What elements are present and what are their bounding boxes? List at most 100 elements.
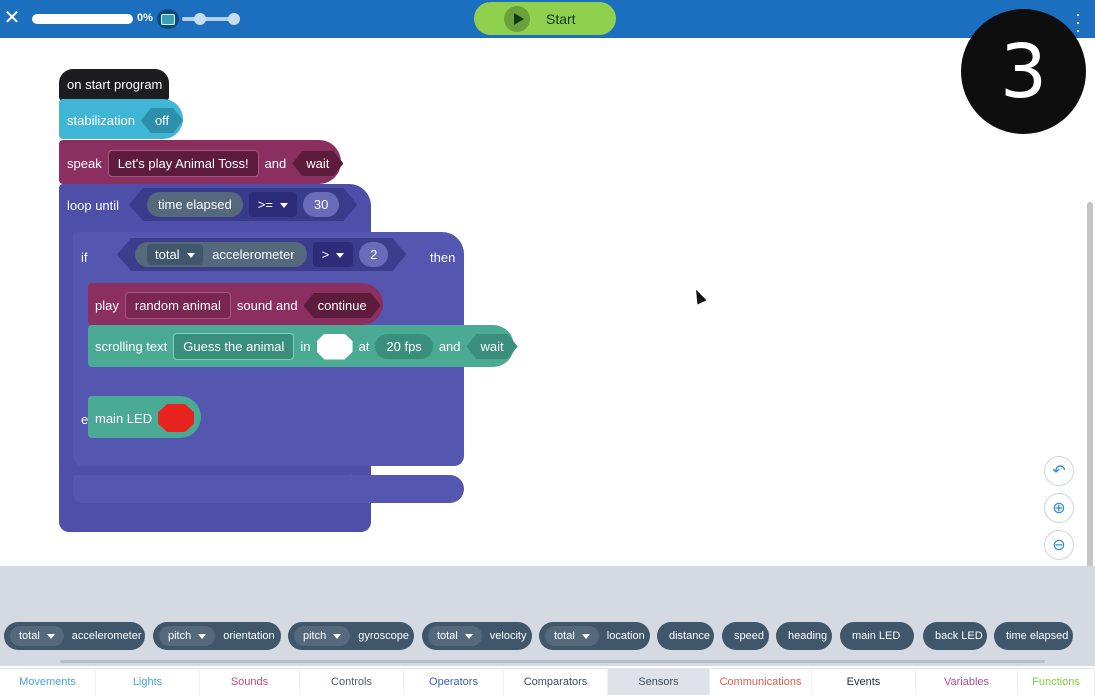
workspace-scrollbar[interactable]: [1087, 202, 1093, 568]
palette-chip-axis[interactable]: total: [545, 626, 599, 646]
main-led-color-swatch[interactable]: [158, 404, 195, 432]
start-button[interactable]: Start: [474, 2, 616, 35]
palette-chip-orientation[interactable]: pitch orientation: [153, 622, 281, 650]
if-condition[interactable]: total accelerometer > 2: [117, 238, 406, 271]
palette-chip-label: back LED: [935, 630, 983, 642]
palette-chip-accelerometer[interactable]: total accelerometer: [4, 622, 145, 650]
tab-controls[interactable]: Controls: [300, 669, 404, 695]
palette-scrollbar[interactable]: [60, 660, 1045, 663]
stabilization-label: stabilization: [67, 113, 135, 128]
speed-slider[interactable]: [182, 13, 240, 25]
speak-text-input[interactable]: Let's play Animal Toss!: [107, 150, 259, 177]
loop-condition[interactable]: time elapsed >= 30: [129, 188, 357, 221]
tab-sounds[interactable]: Sounds: [200, 669, 300, 695]
step-number-badge: 3: [961, 9, 1086, 134]
tab-functions[interactable]: Functions: [1018, 669, 1095, 695]
top-bar: ✕ 0% Start ···: [0, 0, 1095, 40]
palette-chip-velocity[interactable]: total velocity: [422, 622, 532, 650]
tab-comparators[interactable]: Comparators: [504, 669, 608, 695]
if-axis[interactable]: total: [147, 244, 203, 265]
play-mode[interactable]: continue: [304, 293, 381, 318]
main-led-label: main LED: [95, 410, 153, 426]
chevron-down-icon: [46, 633, 55, 639]
palette-chip-label: heading: [788, 630, 828, 642]
scroll-text-input[interactable]: Guess the animal: [173, 333, 295, 360]
if-sensor-chip[interactable]: total accelerometer: [135, 242, 307, 267]
chevron-down-icon: [187, 253, 195, 258]
slider-knob-right[interactable]: [228, 13, 240, 25]
more-menu-icon[interactable]: ···: [1075, 4, 1081, 40]
palette-chip-axis[interactable]: total: [10, 626, 64, 646]
on-start-label: on start program: [67, 77, 163, 92]
speak-block[interactable]: speak Let's play Animal Toss! and wait: [59, 140, 341, 184]
palette-chip-axis-label: total: [19, 630, 40, 642]
loop-value[interactable]: 30: [303, 192, 339, 217]
loop-operator[interactable]: >=: [249, 192, 297, 217]
chevron-down-icon: [464, 633, 473, 639]
palette-chip-label: gyroscope: [358, 630, 410, 642]
palette-chip-label: speed: [734, 630, 764, 642]
palette-chip-axis[interactable]: total: [428, 626, 482, 646]
speak-mode[interactable]: wait: [292, 151, 343, 176]
palette-chip-axis[interactable]: pitch: [294, 626, 351, 646]
if-value[interactable]: 2: [359, 242, 388, 267]
scroll-label: scrolling text: [95, 339, 168, 354]
if-sensor-label: accelerometer: [212, 247, 295, 262]
palette-chip-speed[interactable]: speed: [722, 622, 769, 650]
tab-operators[interactable]: Operators: [404, 669, 504, 695]
palette-chip-location[interactable]: total location: [539, 622, 650, 650]
scroll-mode[interactable]: wait: [467, 334, 518, 359]
zoom-out-button[interactable]: ⊖: [1044, 530, 1074, 560]
robot-device-icon[interactable]: [157, 9, 179, 29]
palette-chip-label: orientation: [223, 630, 275, 642]
if-operator-label: >: [321, 247, 330, 262]
main-led-block[interactable]: main LED: [88, 396, 201, 438]
palette-chip-time-elapsed[interactable]: time elapsed: [994, 622, 1073, 650]
palette-chip-axis[interactable]: pitch: [159, 626, 216, 646]
palette-chip-gyroscope[interactable]: pitch gyroscope: [288, 622, 414, 650]
chevron-down-icon: [333, 633, 342, 639]
block-palette[interactable]: total accelerometer pitch orientation pitch g…: [0, 566, 1095, 666]
speak-and-label: and: [264, 156, 287, 171]
stabilization-value[interactable]: off: [141, 108, 183, 133]
progress-percent: 0%: [137, 12, 153, 24]
on-start-block[interactable]: on start program: [59, 69, 169, 101]
tab-events[interactable]: Events: [812, 669, 916, 695]
palette-chip-back-LED[interactable]: back LED: [923, 622, 987, 650]
loop-sensor[interactable]: time elapsed: [147, 192, 243, 217]
stabilization-block[interactable]: stabilization off: [59, 99, 183, 139]
palette-chip-label: location: [606, 630, 645, 642]
palette-chip-label: accelerometer: [71, 630, 142, 642]
play-icon: [504, 5, 530, 32]
play-sound-input[interactable]: random animal: [124, 292, 231, 319]
palette-chip-main-LED[interactable]: main LED: [840, 622, 914, 650]
play-block[interactable]: play random animal sound and continue: [88, 283, 383, 325]
slider-knob-left[interactable]: [194, 13, 206, 25]
chevron-down-icon: [336, 253, 344, 258]
palette-chip-heading[interactable]: heading: [776, 622, 832, 650]
scroll-fps[interactable]: 20 fps: [375, 334, 433, 359]
scroll-color-swatch[interactable]: [316, 333, 353, 360]
start-label: Start: [546, 10, 576, 27]
tab-communications[interactable]: Communications: [710, 669, 812, 695]
if-operator[interactable]: >: [313, 242, 354, 267]
scroll-and-label: and: [438, 339, 461, 354]
speak-label: speak: [67, 156, 102, 171]
if-footer: [73, 475, 464, 503]
palette-chip-axis-label: pitch: [303, 630, 327, 642]
zoom-in-button[interactable]: ⊕: [1044, 493, 1074, 523]
scroll-at-label: at: [358, 339, 370, 354]
undo-button[interactable]: ↶: [1044, 456, 1074, 486]
tab-movements[interactable]: Movements: [0, 669, 96, 695]
code-workspace[interactable]: on start program stabilization off speak…: [0, 38, 1095, 566]
palette-chip-label: velocity: [489, 630, 527, 642]
tab-sensors[interactable]: Sensors: [608, 669, 710, 695]
scrolling-text-block[interactable]: scrolling text Guess the animal in at 20…: [88, 325, 514, 367]
palette-chip-distance[interactable]: distance: [657, 622, 714, 650]
tab-lights[interactable]: Lights: [96, 669, 200, 695]
play-suffix-label: sound and: [236, 298, 298, 313]
tab-variables[interactable]: Variables: [916, 669, 1018, 695]
close-icon[interactable]: ✕: [3, 7, 21, 29]
chevron-down-icon: [198, 633, 207, 639]
